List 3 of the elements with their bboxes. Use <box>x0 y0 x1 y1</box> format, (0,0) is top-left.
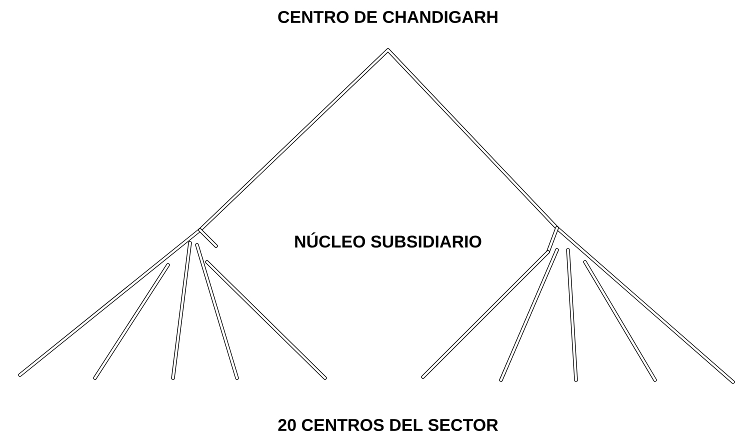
label: CENTRO DE CHANDIGARH <box>276 8 500 25</box>
label: 20 CENTROS DEL SECTOR <box>276 416 500 434</box>
label: NÚCLEO SUBSIDIARIO <box>292 230 484 250</box>
